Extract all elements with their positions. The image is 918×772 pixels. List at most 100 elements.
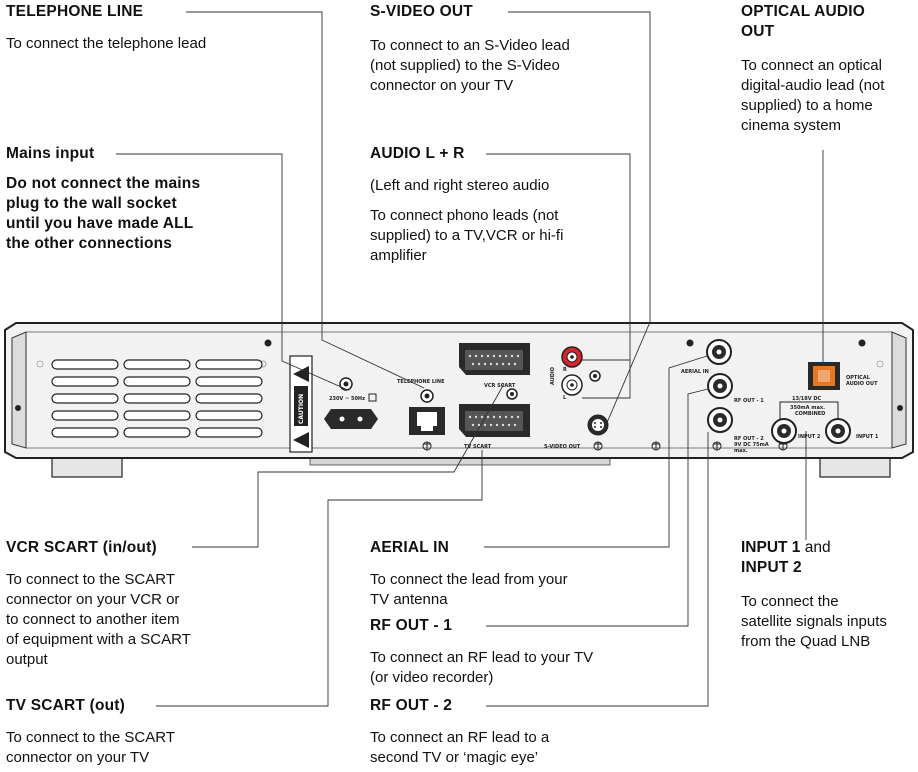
ventilation-slots <box>51 359 263 438</box>
svideo-leader <box>508 11 651 426</box>
mains-warning-4: the other connections <box>6 235 173 252</box>
tv-scart-connector: TV SCART <box>459 404 530 450</box>
inputs-heading-2: INPUT 2 <box>741 559 802 576</box>
telephone-leader <box>186 11 425 389</box>
input-1-panel-label: INPUT 1 <box>856 434 879 440</box>
vcr-scart-desc-2: connector on your VCR or <box>6 591 180 608</box>
mains-input-heading: Mains input <box>6 145 95 162</box>
audio-lr-desc-0: (Left and right stereo audio <box>370 177 550 194</box>
panel-screw-3 <box>858 339 866 347</box>
panel-screw-2 <box>686 339 694 347</box>
tv-scart-panel-label: TV SCART <box>464 444 492 450</box>
mains-leader <box>116 153 349 391</box>
audio-lr-desc-2: supplied) to a TV,VCR or hi-fi <box>370 227 564 244</box>
tv-scart-desc-1: To connect to the SCART <box>6 729 175 746</box>
tv-scart-heading: TV SCART (out) <box>6 697 126 714</box>
optical-audio-out-heading-2: OUT <box>741 23 775 40</box>
rf-out-1-leader <box>486 388 709 627</box>
svideo-out-desc-1: To connect to an S-Video lead <box>370 37 570 54</box>
caution-label: CAUTION <box>289 355 313 453</box>
optical-audio-out-desc-2: digital-audio lead (not <box>741 77 885 94</box>
mains-rating-text: 230V ~ 50Hz <box>329 396 365 402</box>
rf-out-1-connector: RF OUT - 1 <box>707 373 764 404</box>
left-side-panel <box>11 331 27 449</box>
audio-lr-connectors: AUDIO R L <box>550 346 601 401</box>
rf-out-2-desc-2: second TV or ‘magic eye’ <box>370 749 539 766</box>
vcr-scart-connector: VCR SCART <box>459 343 530 389</box>
lnb-rating-bracket <box>779 401 839 421</box>
panel-screw-1 <box>264 339 272 347</box>
optical-panel-label-1: OPTICAL <box>846 375 871 381</box>
rf-out-2-rating-2: max. <box>734 448 748 454</box>
svideo-connector: S-VIDEO OUT <box>544 414 609 450</box>
audio-leader <box>486 153 631 399</box>
caution-text: CAUTION <box>298 394 305 424</box>
inputs-heading-input1: INPUT 1 <box>741 539 801 556</box>
aerial-in-leader <box>484 355 708 548</box>
rf-out-2-heading: RF OUT - 2 <box>370 697 453 714</box>
telephone-line-desc: To connect the telephone lead <box>6 35 207 52</box>
vcr-scart-heading: VCR SCART (in/out) <box>6 539 157 556</box>
audio-lr-heading: AUDIO L + R <box>370 145 465 162</box>
rf-out-2-connector: RF OUT - 2 9V DC 75mA max. <box>707 407 769 454</box>
lnb-rating-1: 13/18V DC <box>792 396 822 402</box>
optical-audio-out-desc-1: To connect an optical <box>741 57 882 74</box>
mains-warning-2: plug to the wall socket <box>6 195 177 212</box>
vcr-scart-desc-3: to connect to another item <box>6 611 180 628</box>
aerial-in-heading: AERIAL IN <box>370 539 450 556</box>
rf-out-1-heading: RF OUT - 1 <box>370 617 453 634</box>
input-1-connector: INPUT 1 <box>825 418 879 444</box>
vcr-scart-desc-4: of equipment with a SCART <box>6 631 191 648</box>
audio-r-label: R <box>563 367 567 373</box>
inputs-desc-3: from the Quad LNB <box>741 633 871 650</box>
telephone-line-heading: TELEPHONE LINE <box>6 3 144 20</box>
optical-panel-label-2: AUDIO OUT <box>846 381 878 387</box>
svideo-out-desc-3: connector on your TV <box>370 77 514 94</box>
audio-lr-desc-1: To connect phono leads (not <box>370 207 559 224</box>
optical-audio-out-desc-3: supplied) to a home <box>741 97 873 114</box>
mains-warning-3: until you have made ALL <box>6 215 194 232</box>
svideo-panel-label: S-VIDEO OUT <box>544 444 581 450</box>
rf-out-1-desc-2: (or video recorder) <box>370 669 494 686</box>
rf-out-2-desc-1: To connect an RF lead to a <box>370 729 550 746</box>
mains-warning-1: Do not connect the mains <box>6 175 201 192</box>
tv-scart-leader <box>156 450 483 707</box>
vcr-scart-leader <box>192 383 505 548</box>
optical-audio-connector: OPTICAL AUDIO OUT <box>808 362 878 390</box>
tv-scart-desc-2: connector on your TV <box>6 749 150 766</box>
telephone-socket: TELEPHONE LINE <box>397 379 445 451</box>
aerial-in-panel-label: AERIAL IN <box>681 369 709 375</box>
vcr-scart-panel-label: VCR SCART <box>484 383 516 389</box>
inputs-heading-and: and <box>800 539 831 556</box>
leader-lines <box>116 11 824 707</box>
audio-l-label: L <box>563 395 567 401</box>
svideo-out-heading: S-VIDEO OUT <box>370 3 473 20</box>
left-screw <box>15 405 21 411</box>
mains-socket: 230V ~ 50Hz <box>324 377 378 429</box>
rf-out-2-panel-label: RF OUT - 2 <box>734 436 764 442</box>
vcr-scart-desc-1: To connect to the SCART <box>6 571 175 588</box>
optical-audio-out-heading-1: OPTICAL AUDIO <box>741 3 866 20</box>
aerial-in-desc-1: To connect the lead from your <box>370 571 568 588</box>
rf-out-1-desc-1: To connect an RF lead to your TV <box>370 649 594 666</box>
inputs-desc-1: To connect the <box>741 593 839 610</box>
chassis <box>4 322 914 459</box>
audio-panel-label: AUDIO <box>550 367 556 385</box>
rf-out-2-rating-1: 9V DC 75mA <box>734 442 769 448</box>
rf-out-2-leader <box>486 432 709 707</box>
audio-lr-desc-3: amplifier <box>370 247 427 264</box>
optical-audio-out-desc-4: cinema system <box>741 117 842 134</box>
input-2-connector: INPUT 2 <box>771 418 821 444</box>
vcr-scart-desc-5: output <box>6 651 48 668</box>
lnb-rating-3: COMBINED <box>795 411 825 417</box>
inputs-heading-1: INPUT 1 and <box>741 538 831 558</box>
input-2-panel-label: INPUT 2 <box>798 434 821 440</box>
aerial-in-desc-2: TV antenna <box>370 591 448 608</box>
inputs-desc-2: satellite signals inputs <box>741 613 887 630</box>
rf-out-1-panel-label: RF OUT - 1 <box>734 398 764 404</box>
right-side-panel <box>891 331 907 449</box>
telephone-line-panel-label: TELEPHONE LINE <box>397 379 445 385</box>
lnb-rating-2: 350mA max. <box>790 405 825 411</box>
aerial-in-connector: AERIAL IN <box>681 339 732 375</box>
